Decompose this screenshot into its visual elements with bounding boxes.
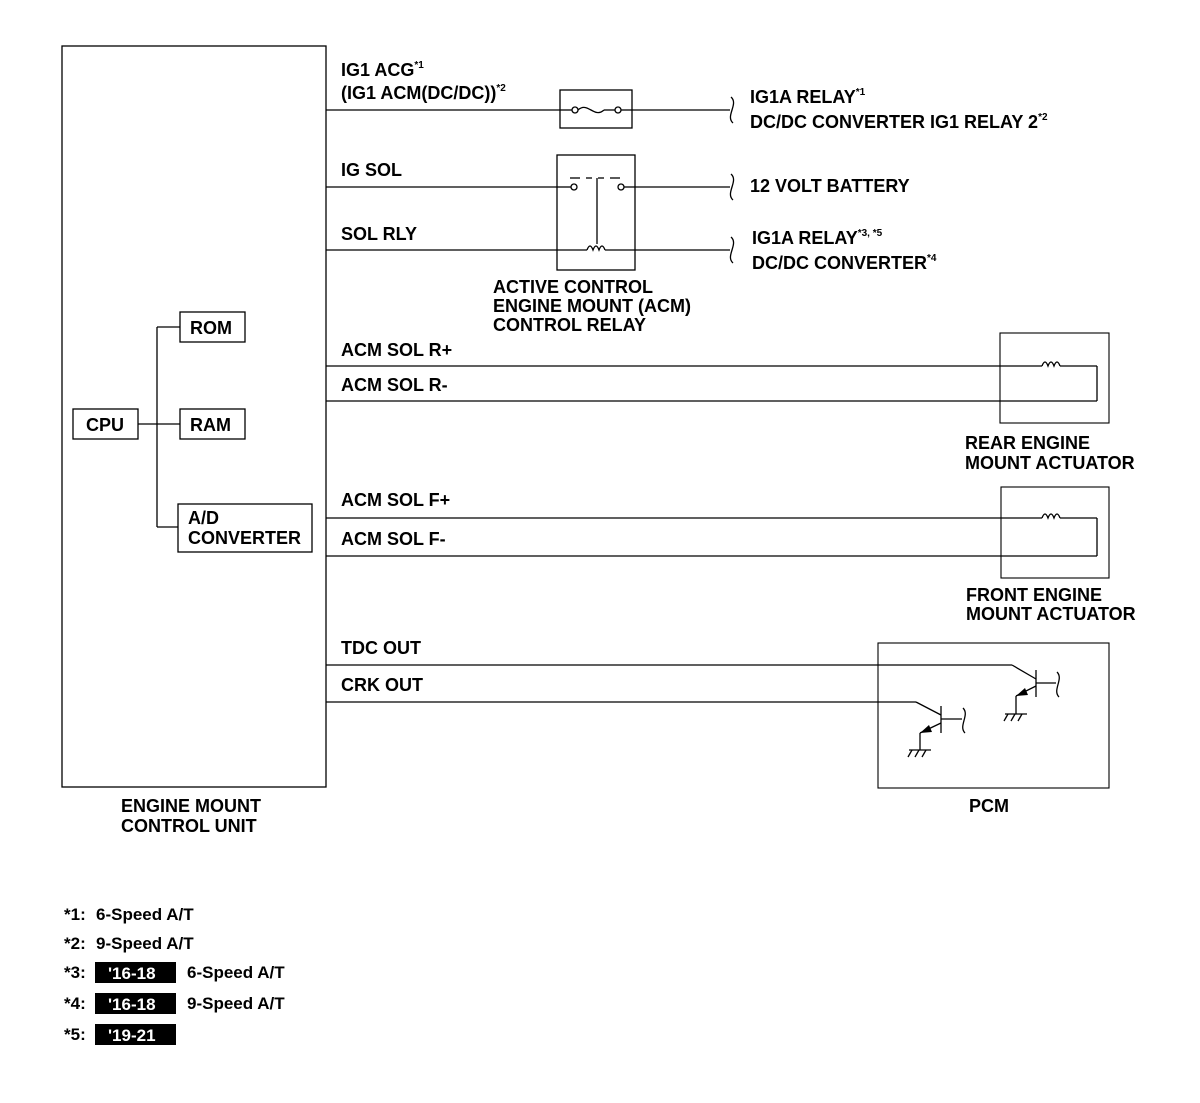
model-year-tag-text: '16-18 — [108, 964, 156, 983]
tdc-out-label: TDC OUT — [341, 638, 421, 658]
relay-box — [556, 154, 636, 271]
sol-rly-label: SOL RLY — [341, 224, 417, 244]
ad-converter-label-2: CONVERTER — [188, 528, 301, 548]
acm-sol-f-minus-label: ACM SOL F- — [341, 529, 446, 549]
front-actuator-box — [1000, 486, 1110, 579]
cpu-label: CPU — [86, 415, 124, 435]
cpu-box — [72, 408, 139, 440]
crk-ground-icon — [907, 749, 931, 758]
ram-box — [179, 408, 246, 440]
ram-label: RAM — [190, 415, 231, 435]
acm-sol-r-minus-label: ACM SOL R- — [341, 375, 448, 395]
front-actuator-name-line1: FRONT ENGINE — [966, 585, 1102, 605]
front-engine-mount-actuator: ACM SOL F+ ACM SOL F- FRONT ENGINE MOUNT… — [326, 486, 1136, 624]
ig1a-relay-dest-35: IG1A RELAY*3, *5 — [752, 228, 883, 248]
front-actuator-coil-icon — [1041, 513, 1098, 556]
relay-switch-icon — [557, 177, 635, 244]
footnote-3: *3: '16-18 6-Speed A/T — [64, 962, 285, 983]
ig1-acg-circuit: IG1 ACG*1 (IG1 ACM(DC/DC))*2 IG1A RELAY*… — [326, 60, 1048, 132]
ecu-name-line2: CONTROL UNIT — [121, 816, 257, 836]
ecu-name-line1: ENGINE MOUNT — [121, 796, 261, 816]
tdc-ground-icon — [1003, 713, 1027, 722]
dcdc-relay2-dest: DC/DC CONVERTER IG1 RELAY 2*2 — [750, 112, 1048, 132]
svg-text:*3:: *3: — [64, 963, 86, 982]
svg-text:*2:: *2: — [64, 934, 86, 953]
svg-text:6-Speed A/T: 6-Speed A/T — [96, 905, 194, 924]
ad-converter-label-1: A/D — [188, 508, 219, 528]
battery-dest: 12 VOLT BATTERY — [750, 176, 910, 196]
svg-text:6-Speed A/T: 6-Speed A/T — [187, 963, 285, 982]
rear-engine-mount-actuator: ACM SOL R+ ACM SOL R- REAR ENGINE MOUNT … — [326, 332, 1135, 473]
pcm-box — [877, 642, 1110, 789]
model-year-tag — [95, 993, 176, 1014]
acm-control-relay: IG SOL SOL RLY 12 VOLT BATTERY IG1A — [326, 154, 937, 335]
ig1-acg-label: IG1 ACG*1 — [341, 60, 424, 80]
footnote-1: *1: 6-Speed A/T — [64, 905, 194, 924]
rom-label: ROM — [190, 318, 232, 338]
acm-sol-f-plus-label: ACM SOL F+ — [341, 490, 450, 510]
relay-name-line3: CONTROL RELAY — [493, 315, 646, 335]
svg-text:9-Speed A/T: 9-Speed A/T — [96, 934, 194, 953]
rear-actuator-name-line1: REAR ENGINE — [965, 433, 1090, 453]
engine-mount-control-unit: CPU ROM RAM A/D CONVERTER ENGINE MOUNT C… — [61, 45, 327, 836]
fuse-icon — [560, 106, 632, 114]
relay-name-line1: ACTIVE CONTROL — [493, 277, 653, 297]
relay-coil-icon — [557, 245, 635, 252]
pcm: TDC OUT CRK OUT — [326, 638, 1110, 816]
rear-actuator-box — [999, 332, 1110, 424]
connector-break-icon — [729, 173, 735, 201]
dcdc-converter-dest: DC/DC CONVERTER*4 — [752, 253, 937, 273]
rear-actuator-coil-icon — [1041, 361, 1098, 401]
footnote-5: *5: '19-21 — [64, 1024, 176, 1045]
relay-name-line2: ENGINE MOUNT (ACM) — [493, 296, 691, 316]
svg-text:9-Speed A/T: 9-Speed A/T — [187, 994, 285, 1013]
model-year-tag-text: '19-21 — [108, 1026, 156, 1045]
footnotes: *1: 6-Speed A/T *2: 9-Speed A/T *3: '16-… — [64, 905, 285, 1045]
crk-transistor-icon — [915, 701, 966, 750]
model-year-tag-text: '16-18 — [108, 995, 156, 1014]
connector-break-icon — [729, 236, 735, 264]
connector-break-icon — [729, 96, 735, 124]
pcm-label: PCM — [969, 796, 1009, 816]
svg-text:*5:: *5: — [64, 1025, 86, 1044]
ig-sol-label: IG SOL — [341, 160, 402, 180]
tdc-transistor-icon — [1011, 664, 1060, 714]
rear-actuator-name-line2: MOUNT ACTUATOR — [965, 453, 1135, 473]
model-year-tag — [95, 962, 176, 983]
ig1-acm-label: (IG1 ACM(DC/DC))*2 — [341, 83, 506, 103]
model-year-tag — [95, 1024, 176, 1045]
front-actuator-name-line2: MOUNT ACTUATOR — [966, 604, 1136, 624]
svg-text:*4:: *4: — [64, 994, 86, 1013]
rom-box — [179, 311, 246, 343]
footnote-4: *4: '16-18 9-Speed A/T — [64, 993, 285, 1014]
crk-out-label: CRK OUT — [341, 675, 423, 695]
ig1a-relay-dest-1: IG1A RELAY*1 — [750, 87, 866, 107]
ad-converter-box — [177, 503, 313, 553]
svg-text:*1:: *1: — [64, 905, 86, 924]
acm-sol-r-plus-label: ACM SOL R+ — [341, 340, 452, 360]
footnote-2: *2: 9-Speed A/T — [64, 934, 194, 953]
